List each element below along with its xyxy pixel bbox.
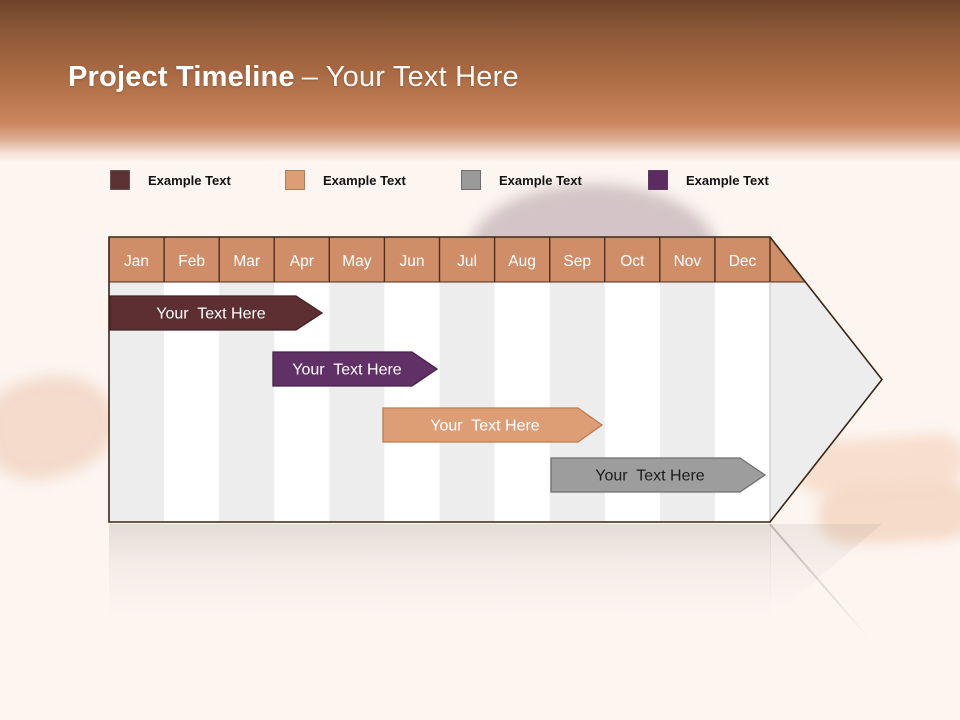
gantt-bar-shape — [550, 457, 767, 493]
timeline-chart: Jan Feb Mar Apr May Jun Jul Aug Sep Oct … — [108, 236, 884, 523]
gantt-bar-shape — [382, 407, 604, 443]
month-label: Jul — [457, 253, 477, 270]
gantt-bar-label: Your Text Here — [156, 306, 266, 323]
column-stripe — [329, 282, 385, 522]
legend-item: Example Text — [461, 170, 582, 190]
column-stripe — [439, 282, 495, 522]
month-label: Aug — [508, 253, 536, 270]
chart-surface — [109, 237, 882, 522]
month-header-band — [109, 237, 882, 282]
month-label: Jun — [400, 253, 425, 270]
month-label: Nov — [674, 253, 702, 270]
title-suffix: – Your Text Here — [301, 61, 519, 93]
gantt-bar-label: Your Text Here — [430, 418, 540, 435]
gantt-bar-2: Your Text Here — [272, 351, 439, 387]
month-label: Oct — [620, 253, 645, 270]
legend-swatch-maroon — [110, 170, 130, 190]
gantt-bar-3: Your Text Here — [382, 407, 604, 443]
chart-reflection — [109, 524, 771, 616]
legend-label: Example Text — [323, 172, 406, 188]
legend-item: Example Text — [285, 170, 406, 190]
gantt-bar-shape — [272, 351, 439, 387]
legend-item: Example Text — [648, 170, 769, 190]
gantt-bar-label: Your Text Here — [292, 362, 402, 379]
title-main: Project Timeline — [68, 61, 295, 93]
month-label: Mar — [233, 253, 260, 270]
gantt-bar-shape — [109, 295, 324, 331]
legend-label: Example Text — [148, 172, 231, 188]
legend-item: Example Text — [110, 170, 231, 190]
gantt-bar-4: Your Text Here — [550, 457, 767, 493]
month-label: Dec — [729, 253, 757, 270]
gantt-bar-label: Your Text Here — [595, 468, 705, 485]
title-band: Project Timeline– Your Text Here — [0, 0, 960, 162]
legend-swatch-peach — [285, 170, 305, 190]
gantt-bar-1: Your Text Here — [109, 295, 324, 331]
month-label: Feb — [178, 253, 205, 270]
legend-label: Example Text — [686, 172, 769, 188]
chart-reflection-arrowhead — [770, 524, 882, 620]
legend-swatch-gray — [461, 170, 481, 190]
month-label: May — [342, 253, 372, 270]
legend-swatch-purple — [648, 170, 668, 190]
legend-label: Example Text — [499, 172, 582, 188]
month-label: Jan — [124, 253, 149, 270]
month-label: Apr — [290, 253, 314, 270]
month-label: Sep — [563, 253, 591, 270]
page-title: Project Timeline– Your Text Here — [68, 60, 519, 95]
